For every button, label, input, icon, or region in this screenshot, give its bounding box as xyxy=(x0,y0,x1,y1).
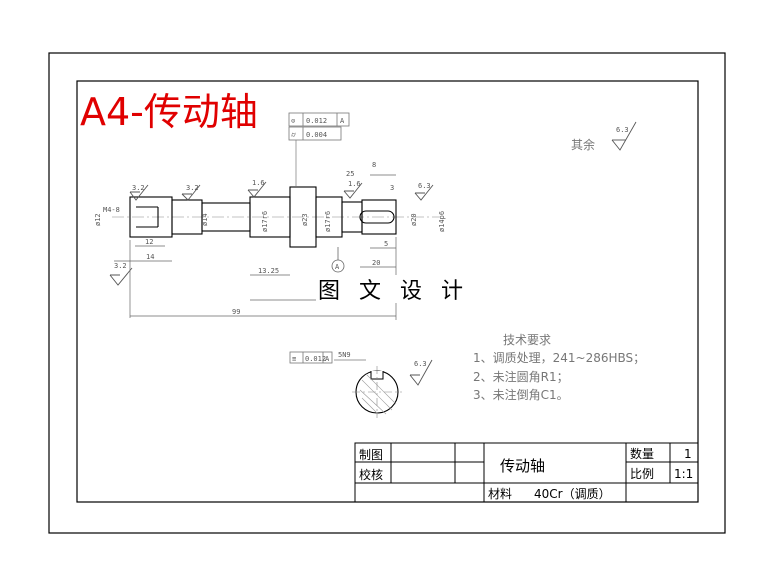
svg-text:A: A xyxy=(325,355,330,363)
svg-text:1.6: 1.6 xyxy=(252,179,265,187)
svg-text:ø14p6: ø14p6 xyxy=(438,211,446,232)
tolerance-frame-2: ⌭ 0.004 xyxy=(288,126,342,141)
outer-frame xyxy=(48,52,726,534)
tech-item-1: 1、调质处理，241~286HBS； xyxy=(473,351,645,365)
drawn-label: 制图 xyxy=(359,448,383,462)
roughness-marks xyxy=(109,181,434,386)
svg-text:1.6: 1.6 xyxy=(348,180,361,188)
tolerance-symbol: ⊙ xyxy=(291,117,295,125)
tolerance-value: 0.012 xyxy=(306,117,327,125)
big-title: A4-传动轴 xyxy=(80,90,258,134)
svg-text:99: 99 xyxy=(232,308,240,316)
tech-title: 技术要求 xyxy=(503,333,551,347)
svg-text:M4-8: M4-8 xyxy=(103,206,120,214)
tolerance-value: 0.004 xyxy=(306,131,327,139)
svg-text:6.3: 6.3 xyxy=(418,182,431,190)
svg-text:ø17r6: ø17r6 xyxy=(324,211,332,232)
shaft-outline xyxy=(129,186,397,248)
svg-text:ø14: ø14 xyxy=(201,213,209,226)
svg-text:6.3: 6.3 xyxy=(616,126,629,134)
svg-text:6.3: 6.3 xyxy=(414,360,427,368)
part-name: 传动轴 xyxy=(500,457,545,475)
qty-label: 数量 xyxy=(630,446,654,461)
svg-text:3: 3 xyxy=(390,184,394,192)
title-block xyxy=(354,442,699,503)
svg-text:≡: ≡ xyxy=(292,355,296,363)
qty-value: 1 xyxy=(684,447,692,461)
scale-value: 1:1 xyxy=(674,467,693,481)
watermark: 图 文 设 计 xyxy=(318,279,469,304)
svg-text:3.2: 3.2 xyxy=(186,184,199,192)
watermark-bg xyxy=(316,275,456,303)
roughness-symbol-rest: 6.3 xyxy=(611,121,637,151)
rest-label: 其余 xyxy=(571,137,595,152)
svg-text:5: 5 xyxy=(384,240,388,248)
section-view: ≡ 0.012 A 5N9 xyxy=(289,351,402,418)
tolerance-datum: A xyxy=(340,117,345,125)
material-value: 40Cr（调质） xyxy=(534,487,611,501)
svg-text:3.2: 3.2 xyxy=(114,262,127,270)
svg-text:5N9: 5N9 xyxy=(338,351,351,359)
svg-text:25: 25 xyxy=(346,170,354,178)
scale-label: 比例 xyxy=(630,467,654,481)
tolerance-symbol: ⌭ xyxy=(291,131,296,139)
svg-text:A: A xyxy=(335,263,340,271)
svg-text:20: 20 xyxy=(372,259,380,267)
tech-item-3: 3、未注倒角C1。 xyxy=(473,387,569,402)
svg-text:ø12: ø12 xyxy=(94,213,102,226)
svg-text:ø23: ø23 xyxy=(301,213,309,226)
datum-a: A xyxy=(331,247,345,273)
svg-text:13.25: 13.25 xyxy=(258,267,279,275)
svg-text:3.2: 3.2 xyxy=(132,184,145,192)
svg-text:8: 8 xyxy=(372,161,376,169)
svg-text:14: 14 xyxy=(146,253,154,261)
material-label: 材料 xyxy=(488,487,512,501)
check-label: 校核 xyxy=(359,467,383,482)
svg-text:12: 12 xyxy=(145,238,153,246)
tech-item-2: 2、未注圆角R1； xyxy=(473,369,569,384)
svg-text:ø17r6: ø17r6 xyxy=(261,211,269,232)
svg-text:ø20: ø20 xyxy=(410,213,418,226)
svg-text:0.012: 0.012 xyxy=(305,355,326,363)
tolerance-frame-1: ⊙ 0.012 A xyxy=(288,112,350,127)
